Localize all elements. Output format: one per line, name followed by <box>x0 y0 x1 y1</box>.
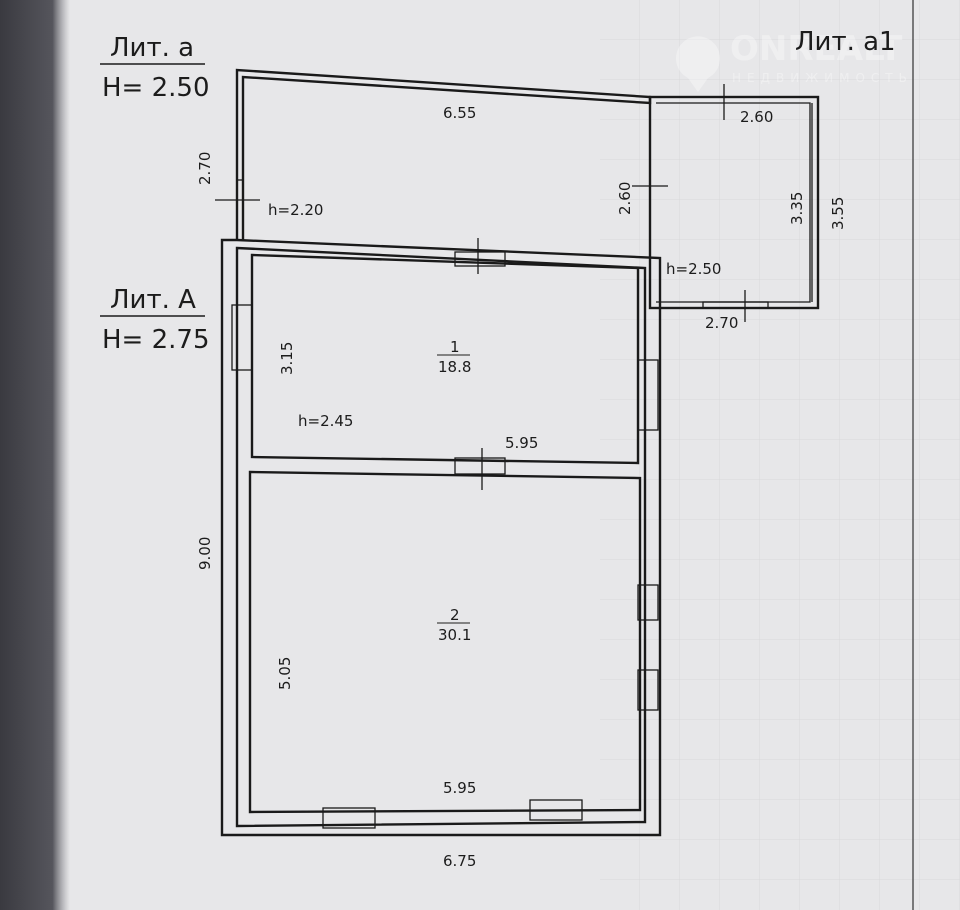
dim-a1-h: h=2.50 <box>666 260 721 278</box>
dim-veranda-top: 6.55 <box>443 104 476 122</box>
room-2-number: 2 <box>450 606 460 624</box>
dim-a1-top: 2.60 <box>740 108 773 126</box>
room-1-area: 18.8 <box>438 358 471 376</box>
lit-A-height: H= 2.75 <box>102 325 210 355</box>
main-house-lit-a <box>220 238 662 837</box>
graph-paper-grid <box>600 0 960 910</box>
dim-house-left: 9.00 <box>196 537 214 570</box>
lit-a-height: H= 2.50 <box>102 73 210 103</box>
dim-veranda-h: h=2.20 <box>268 201 323 219</box>
room-2-area: 30.1 <box>438 626 471 644</box>
watermark-brand: ONREALT <box>730 29 903 69</box>
dim-veranda-left: 2.70 <box>196 152 214 185</box>
photo-shadow-edge <box>0 0 70 910</box>
lit-A-label: Лит. А <box>110 285 196 315</box>
room-2: 2 30.1 <box>437 606 471 644</box>
watermark-logo: ONREALT НЕДВИЖИМОСТЬ <box>676 29 913 92</box>
dim-a1-left: 2.60 <box>616 182 634 215</box>
room-1-number: 1 <box>450 338 460 356</box>
dim-a1-inner-right: 3.35 <box>788 192 806 225</box>
dim-room2-width: 5.95 <box>443 779 476 797</box>
dim-room1-width: 5.95 <box>505 434 538 452</box>
dim-room1-h: h=2.45 <box>298 412 353 430</box>
dim-room1-height: 3.15 <box>278 342 296 375</box>
dim-a1-bottom: 2.70 <box>705 314 738 332</box>
watermark-subtitle: НЕДВИЖИМОСТЬ <box>732 71 913 85</box>
lit-a1-label: Лит. а1 <box>795 27 896 57</box>
dim-a1-outer-right: 3.55 <box>829 197 847 230</box>
room-1: 1 18.8 <box>437 338 471 376</box>
annex-lit-a1 <box>632 84 820 322</box>
dim-room2-height: 5.05 <box>276 657 294 690</box>
lit-a-label: Лит. а <box>110 33 194 63</box>
dim-house-bottom: 6.75 <box>443 852 476 870</box>
